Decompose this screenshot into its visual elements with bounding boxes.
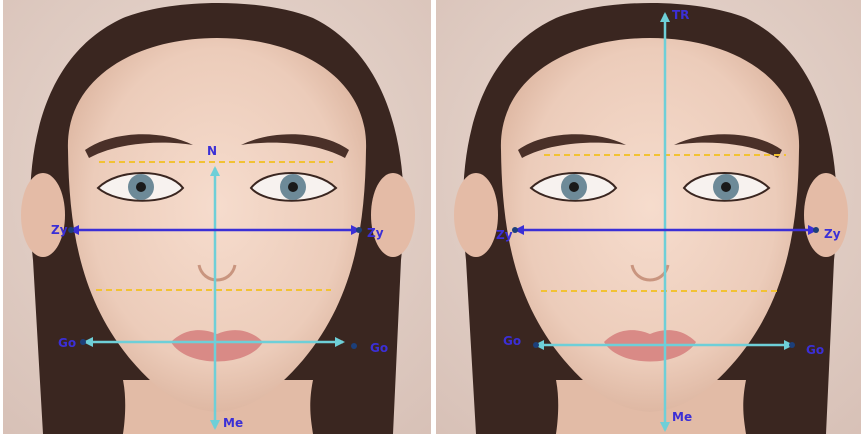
landmark-label-zy-right: Zy — [367, 226, 384, 240]
panel-right: TR Me Zy Zy Go Go — [436, 0, 861, 434]
landmark-label-zy-left: Zy — [496, 228, 513, 242]
ear-left — [454, 173, 498, 257]
ear-right — [371, 173, 415, 257]
landmark-point-zy-right — [813, 227, 819, 233]
landmark-label-go-left: Go — [503, 334, 521, 348]
ear-left — [21, 173, 65, 257]
landmark-label-n: N — [207, 144, 217, 158]
landmark-label-go-right: Go — [806, 343, 824, 357]
landmark-label-me: Me — [672, 410, 692, 424]
landmark-label-zy-left: Zy — [51, 223, 68, 237]
landmark-label-go-left: Go — [58, 336, 76, 350]
landmark-label-tr: TR — [672, 8, 689, 22]
landmark-point-go-left — [533, 342, 539, 348]
landmark-point-zy-left — [512, 227, 518, 233]
panel-right-drawing: TR Me Zy Zy Go Go — [436, 0, 861, 434]
panel-left-drawing: N Me Zy Zy Go Go — [3, 0, 431, 434]
landmark-point-go-right — [351, 343, 357, 349]
landmark-point-zy-right — [356, 227, 362, 233]
landmark-label-me: Me — [223, 416, 243, 430]
panel-left: N Me Zy Zy Go Go — [3, 0, 431, 434]
ear-right — [804, 173, 848, 257]
landmark-label-go-right: Go — [370, 341, 388, 355]
landmark-point-zy-left — [68, 227, 74, 233]
landmark-point-go-left — [80, 339, 86, 345]
landmark-point-go-right — [789, 342, 795, 348]
landmark-label-zy-right: Zy — [824, 227, 841, 241]
